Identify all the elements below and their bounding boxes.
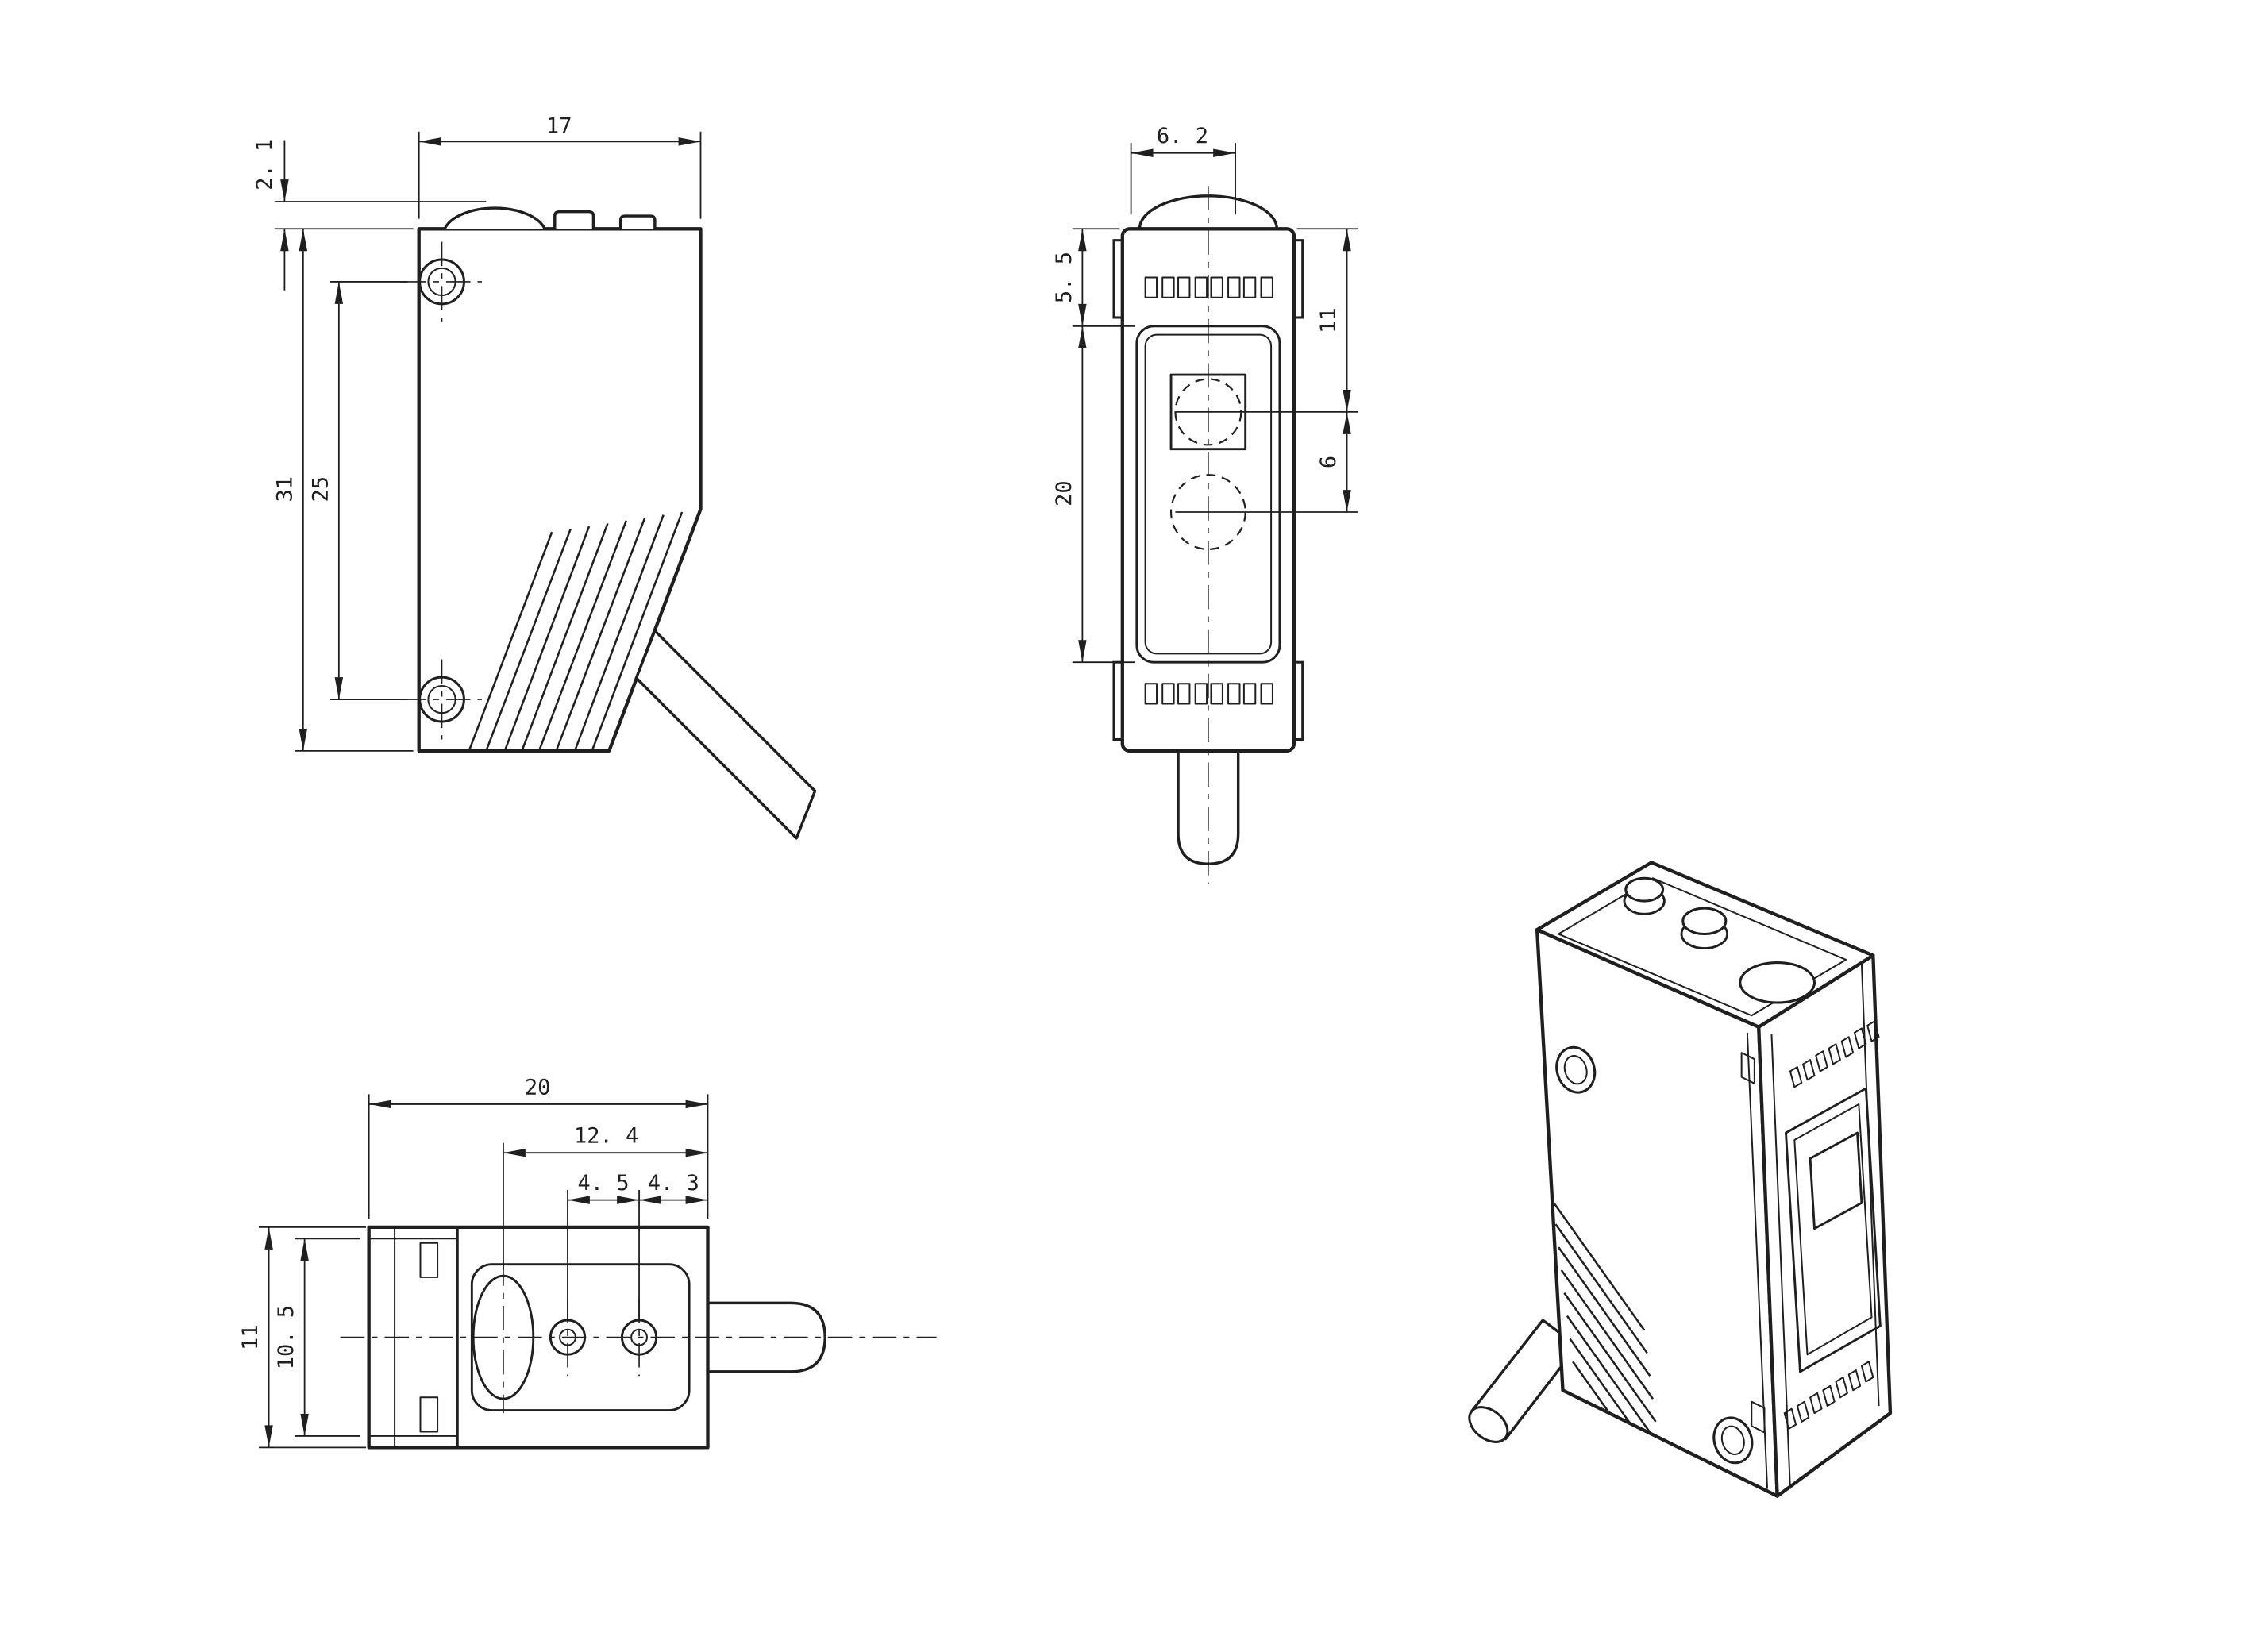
side-cable <box>634 629 817 840</box>
dim-front-lens-spacing-6: 6 <box>1316 411 1351 513</box>
bottom-window-frame <box>470 1263 691 1411</box>
dim-text-side-hole-spacing: 25 <box>308 476 333 503</box>
iso-mounting-hole-bottom <box>1712 1416 1754 1465</box>
front-dimensions: 6. 2 5. 5 20 11 6 <box>1052 124 1358 664</box>
side-dimensions: 17 2. 1 31 25 <box>252 114 702 752</box>
dim-front-window-20: 20 <box>1052 325 1136 664</box>
dim-text-bottom-overall-width: 11 <box>238 1324 263 1350</box>
dim-text-bottom-lens-to-rear: 12. 4 <box>574 1124 638 1149</box>
dim-bottom-width-10-5: 10. 5 <box>274 1238 360 1437</box>
iso-front-edge-line-right <box>1770 1034 1791 1489</box>
side-mounting-hole-bottom <box>402 659 482 740</box>
dim-text-front-offset: 5. 5 <box>1052 252 1077 303</box>
iso-front-edge-line-left <box>1746 1032 1769 1489</box>
dim-front-lens-offset-11: 11 <box>1296 228 1358 412</box>
bottom-dimensions: 20 12. 4 4. 5 4. 3 11 <box>238 1075 709 1449</box>
dim-bottom-12-4: 12. 4 <box>503 1124 708 1270</box>
isometric-view <box>1468 861 1893 1498</box>
dim-text-front-button: 6. 2 <box>1157 124 1208 148</box>
side-top-button-1 <box>553 210 595 230</box>
bottom-slot-bottom <box>419 1396 439 1433</box>
dim-side-protrusion-2-1: 2. 1 <box>252 139 487 291</box>
dim-text-bottom-depth: 20 <box>525 1075 551 1099</box>
iso-display <box>1809 1131 1863 1230</box>
dim-bottom-depth-20: 20 <box>368 1075 709 1219</box>
side-top-dome <box>443 206 546 230</box>
iso-button-1 <box>1623 876 1666 915</box>
dim-front-button-6-2: 6. 2 <box>1130 124 1236 215</box>
bottom-view: 20 12. 4 4. 5 4. 3 11 <box>238 1075 937 1450</box>
bottom-cable <box>706 1301 826 1373</box>
dim-text-side-protrusion: 2. 1 <box>252 139 277 191</box>
iso-top-dome <box>1739 961 1816 1004</box>
iso-mounting-hole-top <box>1555 1045 1597 1094</box>
dim-side-height-31: 31 <box>272 229 414 752</box>
front-view: 6. 2 5. 5 20 11 6 <box>1052 124 1358 884</box>
dim-text-bottom-body-width: 10. 5 <box>274 1305 299 1369</box>
iso-side-slot-top <box>1740 1052 1755 1084</box>
dim-side-hole-spacing-25: 25 <box>308 281 408 700</box>
dim-text-front-window: 20 <box>1052 480 1077 506</box>
dim-text-bottom-adjuster-to-rear: 4. 3 <box>648 1171 699 1196</box>
side-mounting-hole-top <box>402 241 482 322</box>
side-grip-ridges <box>468 511 684 752</box>
dim-bottom-4-5: 4. 5 <box>567 1171 640 1320</box>
dim-front-offset-5-5: 5. 5 <box>1052 228 1136 327</box>
iso-window-outer <box>1785 1087 1882 1373</box>
side-top-button-2 <box>618 214 657 230</box>
dim-text-front-lens-spacing: 6 <box>1316 456 1341 468</box>
iso-window-inner <box>1793 1103 1873 1356</box>
bottom-slot-top <box>419 1242 439 1278</box>
iso-cable-end <box>1468 1406 1509 1443</box>
dim-bottom-width-11: 11 <box>238 1226 367 1449</box>
dim-text-side-width: 17 <box>546 114 572 139</box>
dim-text-side-height: 31 <box>272 476 297 503</box>
iso-button-2 <box>1680 907 1729 949</box>
dim-side-width-17: 17 <box>418 114 702 219</box>
iso-top-plate <box>1558 877 1847 1017</box>
dim-text-bottom-adjuster-spacing: 4. 5 <box>578 1171 630 1196</box>
dim-bottom-4-3: 4. 3 <box>639 1171 708 1204</box>
dim-text-front-lens-offset: 11 <box>1316 307 1341 333</box>
side-view: 17 2. 1 31 25 <box>252 114 817 840</box>
